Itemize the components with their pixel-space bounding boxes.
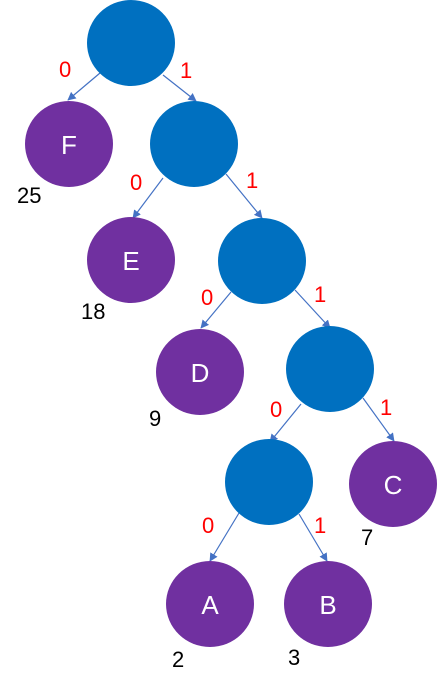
leaf-label-C: C: [384, 470, 403, 500]
internal-node-root: [87, 0, 175, 86]
edge-root-n1: [162, 74, 197, 102]
leaf-nodes: F E D C A B: [25, 101, 437, 647]
edge-n1-n2: [225, 173, 263, 219]
internal-node-n2: [218, 218, 306, 304]
edge-n2-D: [200, 291, 232, 329]
weight-E: 18: [81, 299, 105, 324]
leaf-label-E: E: [122, 246, 139, 276]
edge-n3-C: [362, 397, 395, 442]
leaf-weights: 25 18 9 7 2 3: [17, 183, 373, 672]
edge-label-root-F: 0: [59, 57, 71, 82]
internal-node-n4: [225, 439, 313, 525]
leaf-label-B: B: [319, 590, 336, 620]
leaf-label-A: A: [201, 590, 219, 620]
edge-n2-n3: [294, 289, 331, 329]
leaf-node-E: E: [87, 217, 175, 303]
edge-n3-n4: [269, 403, 302, 443]
internal-node-n1: [150, 101, 238, 187]
leaf-node-F: F: [25, 101, 113, 187]
internal-node-n3: [286, 326, 374, 412]
edge-label-n2-n3: 1: [314, 282, 326, 307]
weight-A: 2: [172, 647, 184, 672]
leaf-label-F: F: [61, 130, 77, 160]
edge-label-n3-n4: 0: [270, 397, 282, 422]
edges: [67, 72, 395, 562]
edge-label-root-n1: 1: [180, 58, 192, 83]
weight-B: 3: [288, 645, 300, 670]
leaf-node-A: A: [166, 561, 254, 647]
edge-labels: 0 1 0 1 0 1 0 1 0 1: [59, 57, 392, 538]
edge-n1-E: [132, 177, 164, 219]
weight-D: 9: [149, 406, 161, 431]
edge-label-n2-D: 0: [201, 285, 213, 310]
edge-label-n1-E: 0: [130, 170, 142, 195]
leaf-node-D: D: [156, 329, 244, 415]
edge-label-n4-B: 1: [314, 513, 326, 538]
weight-F: 25: [17, 183, 41, 208]
edge-n4-B: [298, 513, 328, 562]
leaf-node-B: B: [284, 561, 372, 647]
edge-label-n1-n2: 1: [246, 168, 258, 193]
edge-label-n3-C: 1: [380, 395, 392, 420]
weight-C: 7: [361, 525, 373, 550]
leaf-label-D: D: [191, 358, 210, 388]
edge-root-F: [67, 72, 101, 101]
edge-label-n4-A: 0: [202, 513, 214, 538]
edge-n4-A: [209, 512, 240, 562]
internal-nodes: [87, 0, 374, 525]
leaf-node-C: C: [349, 441, 437, 527]
